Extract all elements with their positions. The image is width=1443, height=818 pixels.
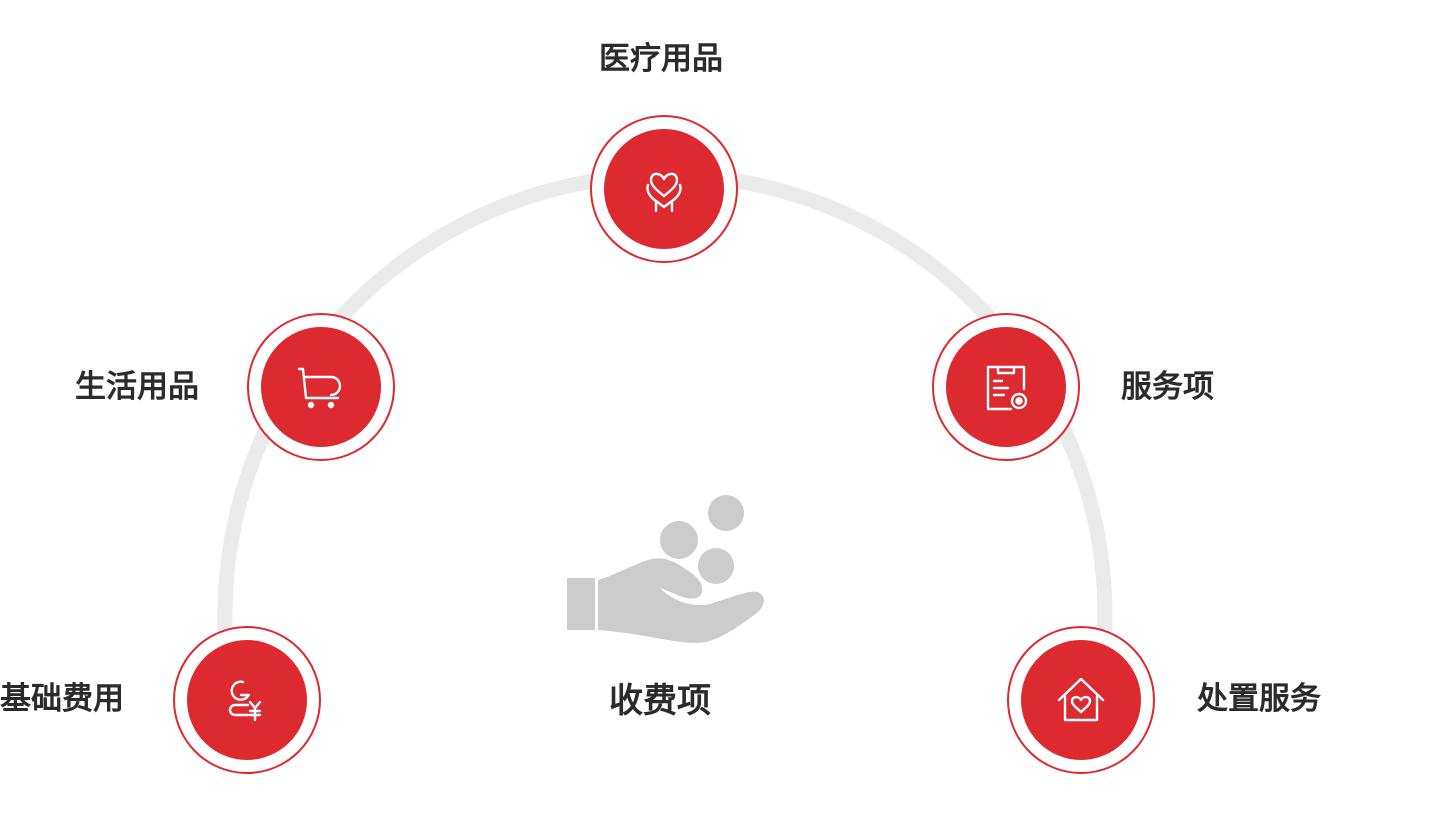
node-label-disposal-service: 处置服务: [1197, 681, 1321, 717]
house-heart-icon: [1057, 677, 1105, 722]
shopping-cart-icon: [297, 367, 342, 409]
hand-coins-icon: [567, 495, 764, 643]
node-medical-supplies[interactable]: [590, 115, 738, 263]
center-label: 收费项: [609, 681, 711, 721]
node-label-medical-supplies: 医疗用品: [599, 41, 723, 77]
node-disposal-service[interactable]: [1007, 626, 1155, 774]
node-label-daily-supplies: 生活用品: [75, 369, 199, 405]
node-label-service-items: 服务项: [1121, 369, 1214, 405]
node-daily-supplies[interactable]: [247, 313, 395, 461]
node-label-base-fee: 基础费用: [0, 681, 124, 717]
hands-heart-icon: [646, 172, 682, 213]
node-service-items[interactable]: [932, 313, 1080, 461]
node-base-fee[interactable]: [173, 626, 321, 774]
person-yen-icon: [228, 680, 262, 722]
clipboard-settings-icon: [986, 365, 1028, 411]
